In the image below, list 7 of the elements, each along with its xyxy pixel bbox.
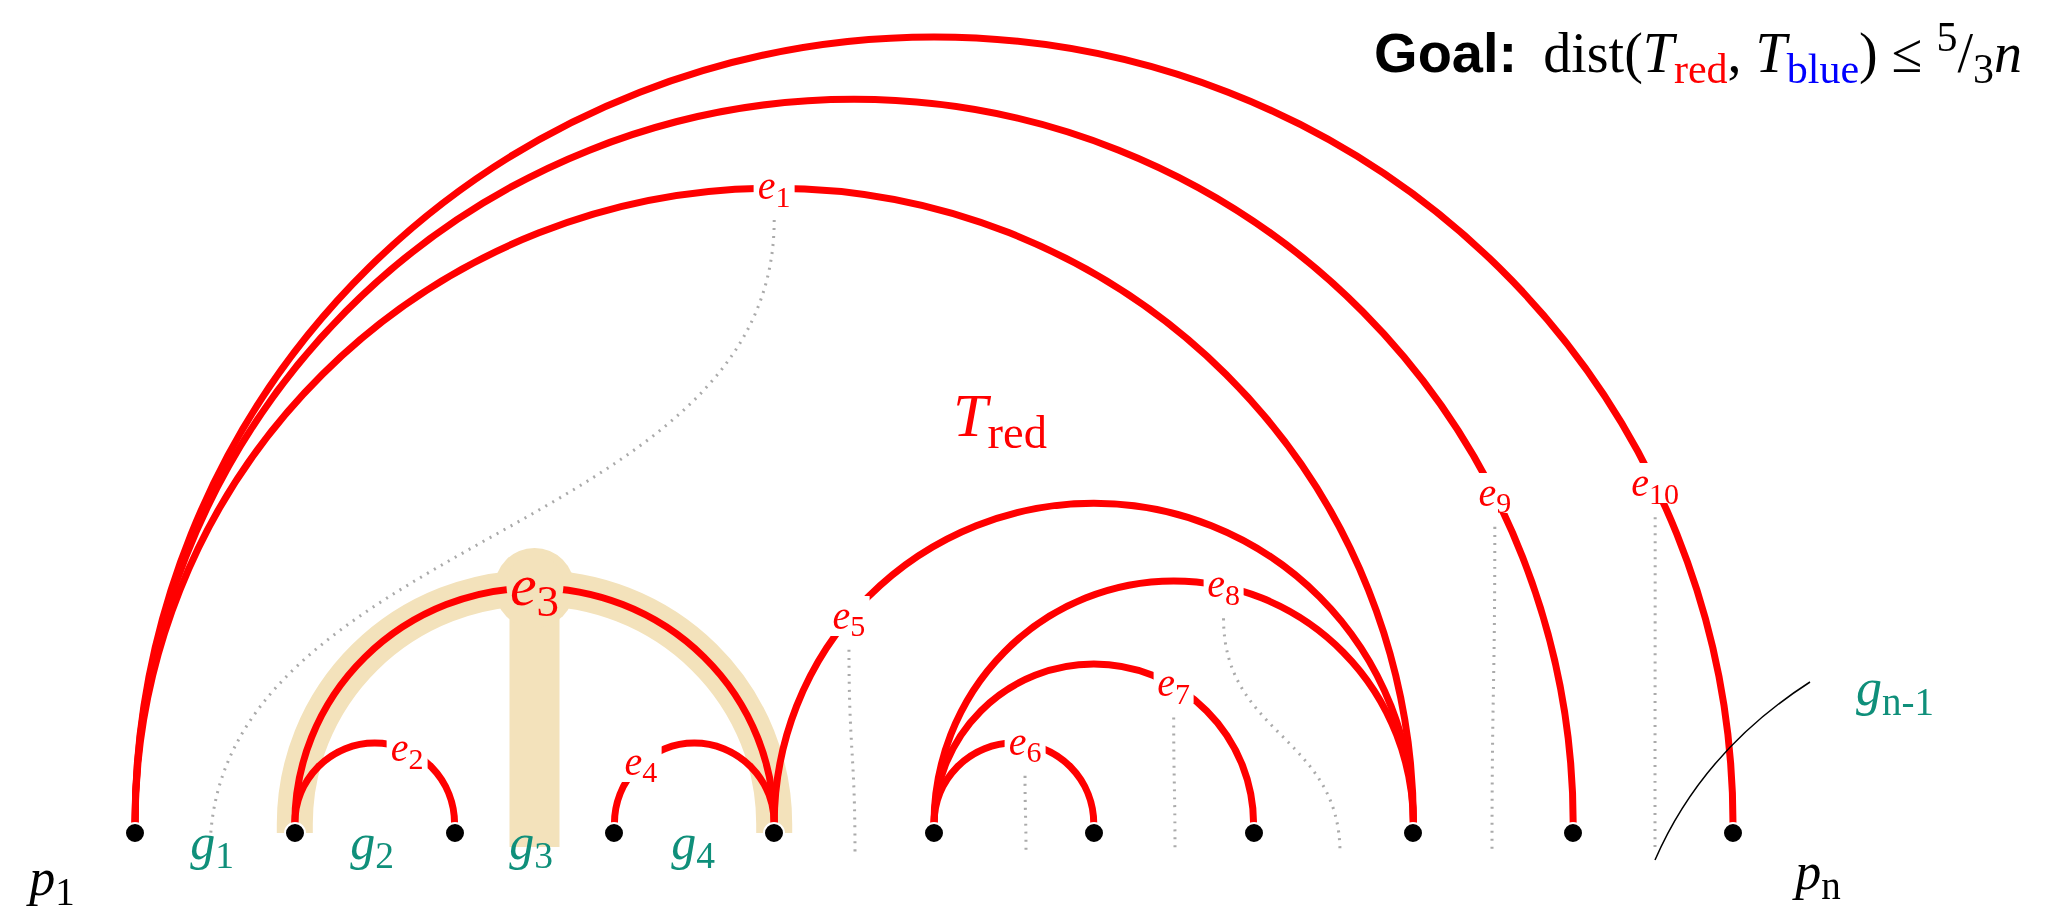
arc-connector <box>770 500 1417 825</box>
tree-label: T$_{red}$ <box>953 384 1047 446</box>
leader-line <box>1654 681 1811 861</box>
arc-connector <box>131 35 1737 825</box>
edge-label: e$_{5}$ <box>828 595 870 636</box>
gap-label: g$_{n-1}$ <box>1856 662 1934 714</box>
arc-connector <box>930 578 1417 825</box>
